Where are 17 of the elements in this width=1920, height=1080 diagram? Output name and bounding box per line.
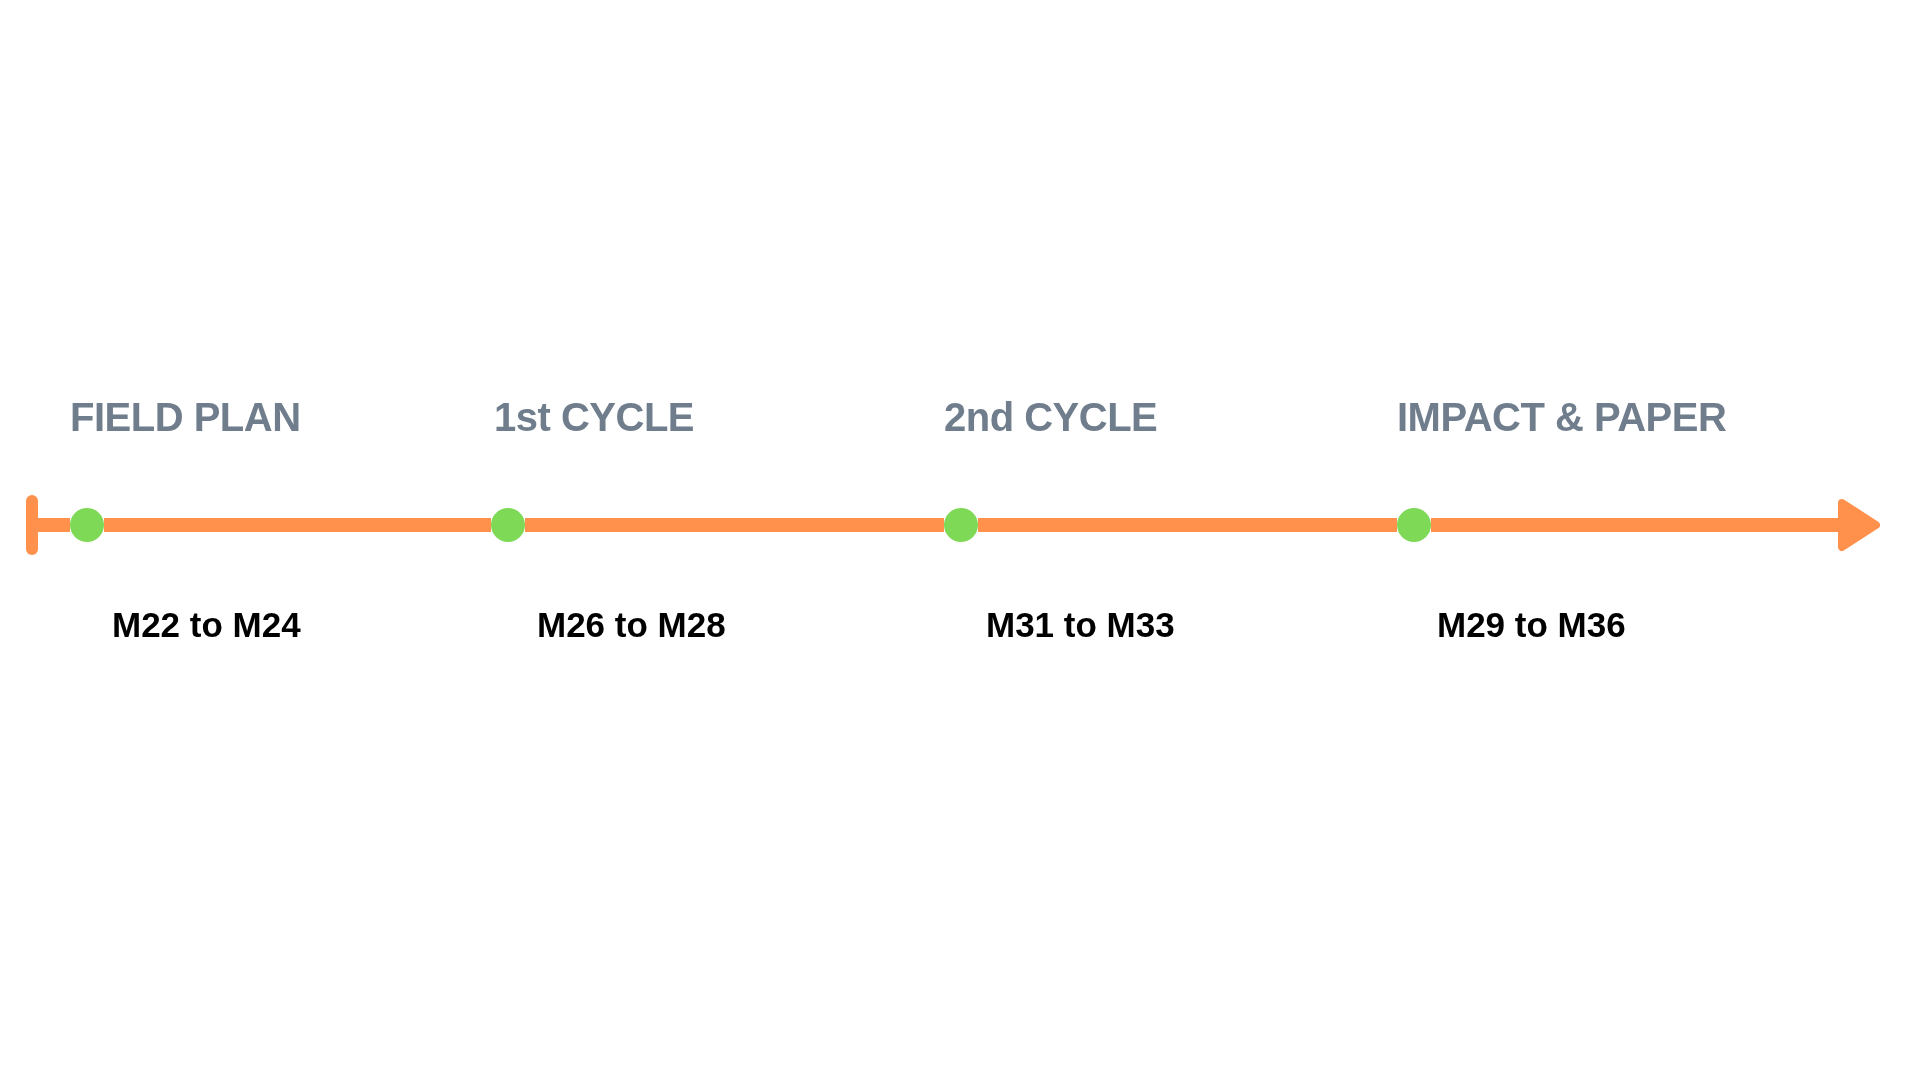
timeline-segment	[978, 518, 1397, 532]
month-range: M29 to M36	[1437, 605, 1626, 645]
timeline-segment	[525, 518, 944, 532]
milestone-dot	[70, 508, 104, 542]
milestone-dot	[491, 508, 525, 542]
phase-title: 1st CYCLE	[494, 395, 694, 440]
phase-title: 2nd CYCLE	[944, 395, 1158, 440]
phase-title: IMPACT & PAPER	[1397, 395, 1727, 440]
timeline-segment	[104, 518, 491, 532]
phase-title: FIELD PLAN	[70, 395, 301, 440]
month-range: M22 to M24	[112, 605, 301, 645]
month-range: M31 to M33	[986, 605, 1175, 645]
timeline-arrow	[1431, 499, 1880, 551]
milestone-dot	[1397, 508, 1431, 542]
month-range: M26 to M28	[537, 605, 726, 645]
milestone-dot	[944, 508, 978, 542]
timeline-segment	[26, 495, 70, 555]
